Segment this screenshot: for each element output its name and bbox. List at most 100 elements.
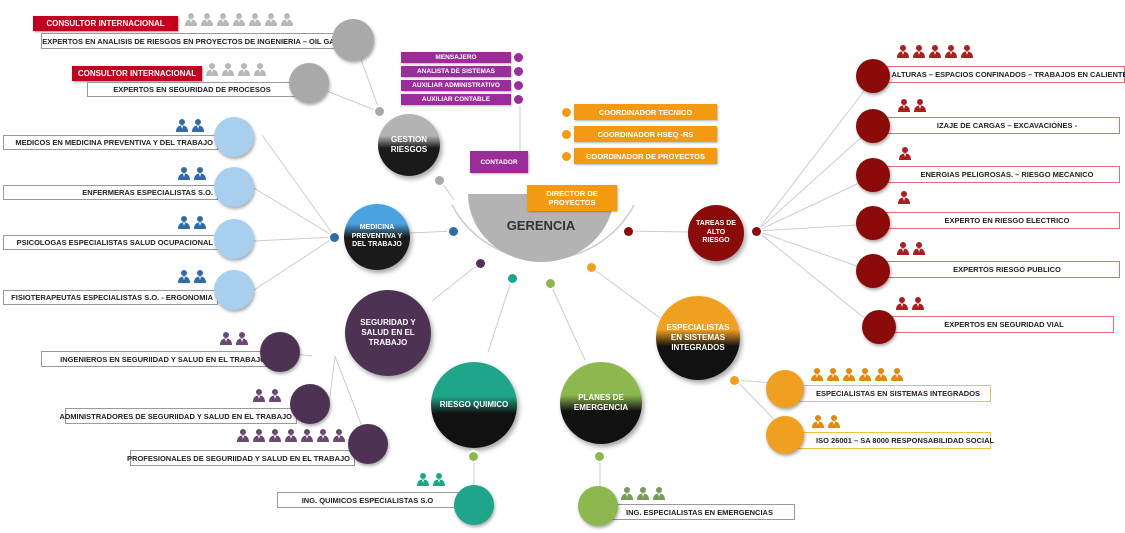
- person-icon: [238, 63, 250, 76]
- coordinator-item: COORDINADOR DE PROYECTOS: [574, 148, 717, 164]
- person-icon: [178, 270, 190, 283]
- alto-item-label: EXPERTOS RIESGO PUBLICO: [870, 261, 1120, 278]
- person-icon: [653, 487, 665, 500]
- people-icons: [897, 98, 927, 112]
- people-icons: [205, 62, 267, 76]
- alto-item-circle: [856, 206, 890, 240]
- medicina-item-label: FISIOTERAPEUTAS ESPECIALISTAS S.O. - ERG…: [3, 290, 218, 305]
- hub-label: TAREAS DE ALTO RIESGO: [696, 219, 736, 245]
- hub-label: SEGURIDAD Y SALUD EN EL TRABAJO: [360, 318, 416, 347]
- person-icon: [961, 45, 973, 58]
- gestion-item-label: EXPERTOS EN SEGURIDAD DE PROCESOS: [87, 82, 297, 97]
- seguridad-item-circle: [260, 332, 300, 372]
- person-icon: [891, 368, 903, 381]
- integrados-item-circle: [766, 370, 804, 408]
- medicina-item-circle: [214, 270, 254, 310]
- hub-sistemas-integrados: ESPECIALISTAS EN SISTEMAS INTEGRADOS: [656, 296, 740, 380]
- director-label: DIRECTOR DE PROYECTOS: [527, 185, 617, 211]
- person-icon: [265, 13, 277, 26]
- people-icons: [897, 190, 911, 204]
- person-icon: [185, 13, 197, 26]
- person-icon: [194, 167, 206, 180]
- hub-label: GESTION RIESGOS: [390, 135, 428, 154]
- hub-medicina: MEDICINA PREVENTIVA Y DEL TRABAJO: [344, 204, 410, 270]
- consultor-badge: CONSULTOR INTERNACIONAL: [72, 66, 202, 81]
- person-icon: [897, 45, 909, 58]
- person-icon: [945, 45, 957, 58]
- consultor-badge: CONSULTOR INTERNACIONAL: [33, 16, 178, 31]
- connector-dot: [587, 263, 596, 272]
- alto-item-circle: [862, 310, 896, 344]
- medicina-item-circle: [214, 167, 254, 207]
- contador-label: CONTADOR: [470, 151, 528, 173]
- person-icon: [859, 368, 871, 381]
- medicina-item-circle: [214, 117, 254, 157]
- people-icons: [810, 367, 904, 381]
- person-icon: [898, 191, 910, 204]
- connector-dot: [624, 227, 633, 236]
- gerencia-title: GERENCIA: [506, 218, 576, 233]
- connector-dot: [595, 452, 604, 461]
- connector-dot: [449, 227, 458, 236]
- person-icon: [253, 389, 265, 402]
- hub-label: MEDICINA PREVENTIVA Y DEL TRABAJO: [351, 223, 403, 249]
- seguridad-item-label: INGENIEROS EN SEGURIIDAD Y SALUD EN EL T…: [41, 351, 271, 367]
- support-staff-item: ANALISTA DE SISTEMAS: [401, 66, 511, 77]
- people-icons: [184, 12, 294, 26]
- person-icon: [194, 216, 206, 229]
- person-icon: [898, 99, 910, 112]
- alto-item-circle: [856, 158, 890, 192]
- person-icon: [827, 368, 839, 381]
- alto-item-circle: [856, 254, 890, 288]
- person-icon: [317, 429, 329, 442]
- person-icon: [222, 63, 234, 76]
- alto-item-label: EXPERTOS EN SEGURIDAD VIAL: [870, 316, 1114, 333]
- hub-seguridad: SEGURIDAD Y SALUD EN EL TRABAJO: [345, 290, 431, 376]
- support-dot: [514, 67, 523, 76]
- person-icon: [236, 332, 248, 345]
- alto-item-circle: [856, 59, 890, 93]
- seguridad-item-label: ADMINISTRADORES DE SEGURIIDAD Y SALUD EN…: [59, 408, 297, 424]
- person-icon: [899, 147, 911, 160]
- hub-label: RIESGO QUIMICO: [439, 400, 509, 409]
- person-icon: [285, 429, 297, 442]
- seguridad-item-label: PROFESIONALES DE SEGURIIDAD Y SALUD EN E…: [127, 450, 355, 466]
- person-icon: [206, 63, 218, 76]
- gestion-item-circle: [289, 63, 329, 103]
- connector-dot: [476, 259, 485, 268]
- person-icon: [194, 270, 206, 283]
- support-staff-item: MENSAJERO: [401, 52, 511, 63]
- connector-dot: [730, 376, 739, 385]
- person-icon: [253, 429, 265, 442]
- person-icon: [281, 13, 293, 26]
- coordinator-dot: [562, 130, 571, 139]
- support-dot: [514, 81, 523, 90]
- people-icons: [898, 146, 912, 160]
- person-icon: [220, 332, 232, 345]
- medicina-item-circle: [214, 219, 254, 259]
- medicina-item-label: PSICOLOGAS ESPECIALISTAS SALUD OCUPACION…: [3, 235, 218, 250]
- coordinator-dot: [562, 152, 571, 161]
- planes-item-circle: [578, 486, 618, 526]
- hub-label: PLANES DE EMERGENCIA: [573, 393, 629, 412]
- person-icon: [828, 415, 840, 428]
- quimico-item-label: ING. QUIMICOS ESPECIALISTAS S.O: [277, 492, 462, 508]
- connector-dot: [508, 274, 517, 283]
- person-icon: [843, 368, 855, 381]
- hub-label: ESPECIALISTAS EN SISTEMAS INTEGRADOS: [666, 323, 730, 352]
- person-icon: [621, 487, 633, 500]
- people-icons: [175, 118, 205, 132]
- alto-item-circle: [856, 109, 890, 143]
- support-staff-item: AUXILIAR CONTABLE: [401, 94, 511, 105]
- person-icon: [637, 487, 649, 500]
- medicina-item-label: ENFERMERAS ESPECIALISTAS S.O.: [3, 185, 218, 200]
- people-icons: [177, 166, 207, 180]
- alto-item-label: IZAJE DE CARGAS – EXCAVACIONES -: [870, 117, 1120, 134]
- gestion-item-label: EXPERTOS EN ANALISIS DE RIESGOS EN PROYE…: [41, 33, 341, 49]
- quimico-item-circle: [454, 485, 494, 525]
- person-icon: [192, 119, 204, 132]
- seguridad-item-circle: [348, 424, 388, 464]
- alto-item-label: ALTURAS – ESPACIOS CONFINADOS – TRABAJOS…: [870, 66, 1125, 83]
